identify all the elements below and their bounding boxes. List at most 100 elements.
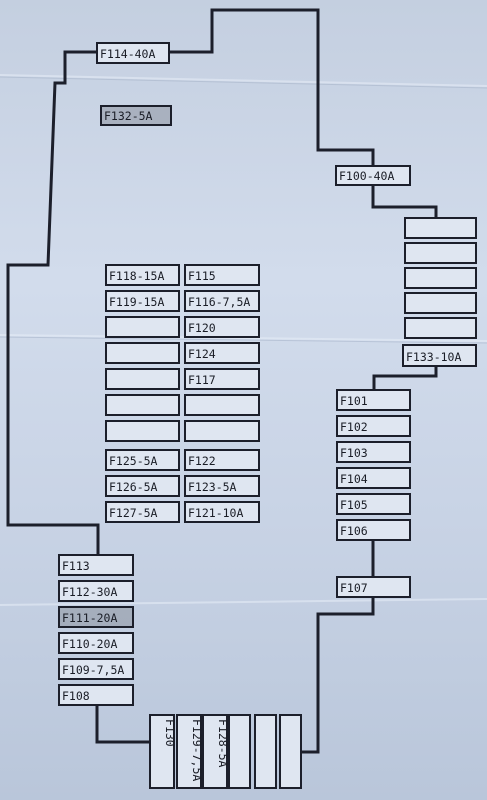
fuse-label: F133-10A xyxy=(406,350,461,364)
empty-slot xyxy=(404,217,477,239)
fuse-label: F117 xyxy=(188,373,216,387)
fuse-box xyxy=(105,449,180,471)
fuse-box xyxy=(176,714,202,789)
fuse-f113: F113 xyxy=(58,554,134,576)
fuse-f133: F133-10A xyxy=(402,344,477,367)
fuse-f124: F124 xyxy=(184,342,260,364)
fuse-label: F101 xyxy=(340,394,368,408)
fuse-box xyxy=(184,316,260,338)
fuse-box xyxy=(58,580,134,602)
fuses: F114-40A F132-5A F100-40A F133-10A F118-15A F… xyxy=(58,42,477,789)
fuse-f112: F112-30A xyxy=(58,580,134,602)
fuse-label: F113 xyxy=(62,559,90,573)
fuse-label: F122 xyxy=(188,454,216,468)
fuse-f128: F128-5A xyxy=(202,714,230,789)
fuse-label: F124 xyxy=(188,347,216,361)
fuse-label: F121-10A xyxy=(188,506,243,520)
fuse-box xyxy=(335,165,411,186)
fuse-f125: F125-5A xyxy=(105,449,180,471)
fuse-label: F106 xyxy=(340,524,368,538)
fuse-f129: F129-7,5A xyxy=(176,714,204,789)
fuse-label: F114-40A xyxy=(100,47,155,61)
fuse-label: F130 xyxy=(163,719,177,747)
fuse-label: F120 xyxy=(188,321,216,335)
empty-slot xyxy=(105,342,180,364)
fuse-box xyxy=(184,264,260,286)
fuse-box xyxy=(184,475,260,497)
fuse-label: F126-5A xyxy=(109,480,158,494)
fuse-box xyxy=(184,290,260,312)
empty-slots xyxy=(105,217,477,789)
fuse-f121: F121-10A xyxy=(184,501,260,523)
fuse-label: F109-7,5A xyxy=(62,663,124,677)
fuse-label: F116-7,5A xyxy=(188,295,250,309)
fuse-label: F110-20A xyxy=(62,637,117,651)
fuse-box xyxy=(105,290,180,312)
fuse-box xyxy=(184,501,260,523)
fuse-label: F105 xyxy=(340,498,368,512)
fuse-f100: F100-40A xyxy=(335,165,411,186)
fuse-label: F103 xyxy=(340,446,368,460)
fuse-label: F129-7,5A xyxy=(190,719,204,781)
fuse-f123: F123-5A xyxy=(184,475,260,497)
empty-slot xyxy=(105,316,180,338)
empty-slot xyxy=(404,292,477,314)
fuse-f130: F130 xyxy=(149,714,177,789)
empty-slot xyxy=(105,420,180,442)
fuse-label: F123-5A xyxy=(188,480,237,494)
fuse-label: F108 xyxy=(62,689,90,703)
fuse-box xyxy=(100,105,172,126)
fuse-box xyxy=(58,606,134,628)
wire-f100-to-slots xyxy=(371,185,438,218)
fuse-f108: F108 xyxy=(58,684,134,706)
fuse-f101: F101 xyxy=(336,389,411,411)
fuse-f116: F116-7,5A xyxy=(184,290,260,312)
fuse-label: F127-5A xyxy=(109,506,158,520)
fuse-f103: F103 xyxy=(336,441,411,463)
fuse-label: F111-20A xyxy=(62,611,117,625)
fuse-box xyxy=(58,658,134,680)
fuse-box xyxy=(336,576,411,598)
fuse-f107: F107 xyxy=(336,576,411,598)
fuse-box xyxy=(184,449,260,471)
fuse-box xyxy=(149,714,175,789)
empty-slot xyxy=(404,267,477,289)
fuse-f114: F114-40A xyxy=(96,42,170,64)
fuse-label: F107 xyxy=(340,581,368,595)
fuse-box xyxy=(105,475,180,497)
fuse-f104: F104 xyxy=(336,467,411,489)
fuse-f106: F106 xyxy=(336,519,411,541)
fuse-f118: F118-15A xyxy=(105,264,180,286)
empty-slot xyxy=(228,714,251,789)
empty-slot xyxy=(105,394,180,416)
fuse-f109: F109-7,5A xyxy=(58,658,134,680)
empty-slot xyxy=(279,714,302,789)
empty-slot xyxy=(404,242,477,264)
empty-slot xyxy=(404,317,477,339)
fuse-label: F119-15A xyxy=(109,295,164,309)
circuit-wiring xyxy=(6,8,438,754)
empty-slot xyxy=(184,420,260,442)
fuse-label: F104 xyxy=(340,472,368,486)
fuse-box xyxy=(336,493,411,515)
fuse-box xyxy=(58,554,134,576)
fuse-box xyxy=(58,632,134,654)
fuse-f119: F119-15A xyxy=(105,290,180,312)
fuse-f132: F132-5A xyxy=(100,105,172,126)
fuse-box xyxy=(184,342,260,364)
paper-folds xyxy=(0,74,487,606)
fuse-label: F128-5A xyxy=(216,719,230,768)
empty-slot xyxy=(254,714,277,789)
empty-slot xyxy=(105,368,180,390)
fuse-box xyxy=(58,684,134,706)
wire-top-right xyxy=(168,8,375,166)
fuse-label: F100-40A xyxy=(339,169,394,183)
fuse-box xyxy=(202,714,228,789)
fuse-box xyxy=(402,344,477,367)
fuse-box xyxy=(105,264,180,286)
fuse-label: F115 xyxy=(188,269,216,283)
fuse-f126: F126-5A xyxy=(105,475,180,497)
fuse-label: F125-5A xyxy=(109,454,158,468)
wire-left-main xyxy=(6,50,100,555)
